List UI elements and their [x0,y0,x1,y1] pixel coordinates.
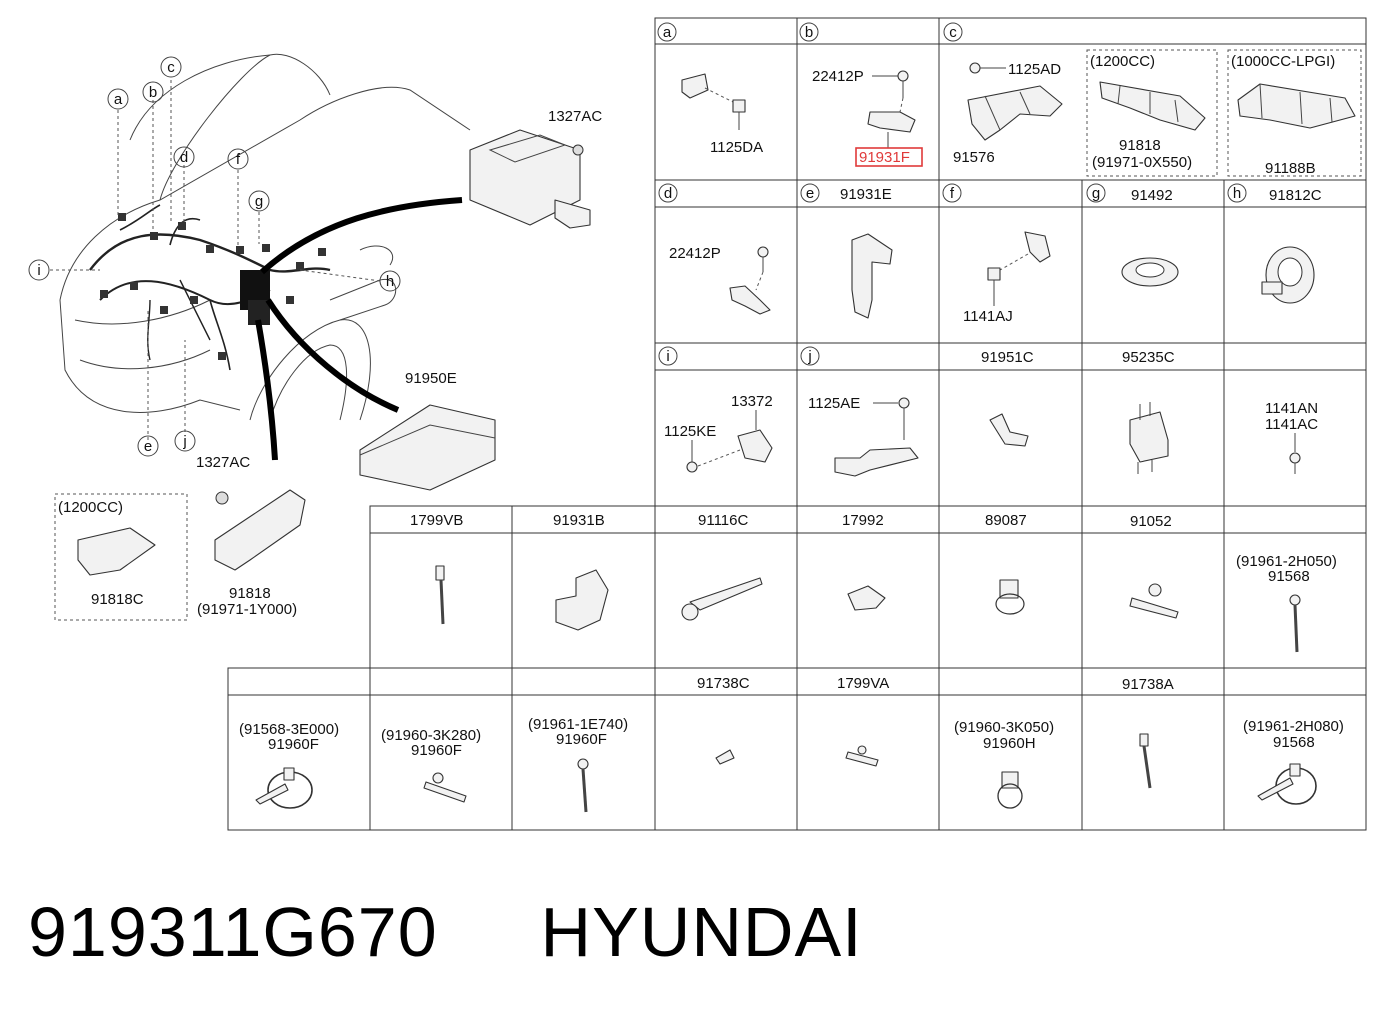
label-91961-2h050: (91961-2H050) [1236,553,1337,570]
parts-grid [227,17,1367,831]
left-callout-labels: a b c d f g h i e j 1327AC 91950E 1327AC… [28,56,602,618]
label-17992: 17992 [842,512,884,529]
cell-letter-a: a [663,24,672,41]
label-91960-3k050: (91960-3K050) [954,719,1054,736]
label-91931f-highlight: 91931F [859,149,910,166]
row3-cells: i 13372 1125KE j 1125AE 91951C 95235C 11… [658,346,1318,477]
label-91961-1e740: (91961-1E740) [528,716,628,733]
label-91576: 91576 [953,149,995,166]
footer-caption: 919311G670 HYUNDAI [28,892,863,972]
label-91960f-a: 91960F [268,736,319,753]
highlight-box [855,147,923,167]
label-91960-3k280: (91960-3K280) [381,727,481,744]
label-1327ac-bottom: 1327AC [196,454,250,471]
label-91961-2h080: (91961-2H080) [1243,718,1344,735]
row4-cells: 1799VB 91931B 91116C 17992 89087 91052 (… [410,512,1337,653]
label-1327ac-top: 1327AC [548,108,602,125]
cell-letter-b: b [805,24,813,41]
label-1000cc-lpgi: (1000CC-LPGI) [1231,53,1335,70]
label-1141ac: 1141AC [1265,416,1318,433]
cell-letter-d: d [664,185,672,202]
label-91971-0x550: (91971-0X550) [1092,154,1192,171]
label-1125da: 1125DA [710,139,763,156]
label-91812c: 91812C [1269,187,1322,204]
label-91931e: 91931E [840,186,892,203]
label-91052: 91052 [1130,513,1172,530]
label-91116c: 91116C [698,512,748,529]
label-91931b: 91931B [553,512,605,529]
callout-i: i [37,262,40,279]
label-91951c: 91951C [981,349,1034,366]
label-91960f-c: 91960F [556,731,607,748]
label-91950e: 91950E [405,370,457,387]
row5-cells: (91568-3E000) 91960F (91960-3K280) 91960… [239,675,1344,813]
cell-letter-c: c [949,24,957,41]
callout-f: f [236,151,241,168]
cell-letter-i: i [666,348,669,365]
row1-cells: a 1125DA b 22412P 91931F c 1125AD 91576 … [657,22,1356,177]
label-1200cc-sub: (1200CC) [1090,53,1155,70]
cell-letter-f: f [950,185,955,202]
label-95235c: 95235C [1122,349,1175,366]
callout-h: h [386,273,394,290]
label-22412p: 22412P [812,68,864,85]
label-91960f-b: 91960F [411,742,462,759]
label-1125ke: 1125KE [664,423,716,440]
label-91818c: 91818C [91,591,144,608]
label-1200cc: (1200CC) [58,499,123,516]
label-91568-3e000: (91568-3E000) [239,721,339,738]
cell-letter-g: g [1092,185,1100,202]
vehicle-illustration [50,53,591,621]
row2-cells: d 22412P e 91931E f 1141AJ g 91492 h 918… [658,183,1322,325]
callout-j: j [182,433,186,450]
cell-letter-e: e [806,185,814,202]
callout-d: d [180,149,188,166]
label-1141aj: 1141AJ [963,308,1013,325]
label-13372: 13372 [731,393,773,410]
label-1141an: 1141AN [1265,400,1318,417]
label-1799vb: 1799VB [410,512,463,529]
label-22412p-d: 22412P [669,245,721,262]
label-91738c: 91738C [697,675,750,692]
label-1125ad: 1125AD [1008,61,1061,78]
label-91188b: 91188B [1265,160,1316,177]
label-91971-1y000: (91971-1Y000) [197,601,297,618]
label-1125ae: 1125AE [808,395,860,412]
callout-c: c [167,59,175,76]
label-91818: 91818 [229,585,271,602]
part-number: 919311G670 [28,893,438,971]
callout-a: a [114,91,123,108]
label-91960h: 91960H [983,735,1036,752]
label-91492: 91492 [1131,187,1173,204]
callout-g: g [255,193,263,210]
label-91818-sub: 91818 [1119,137,1161,154]
label-91738a: 91738A [1122,676,1174,693]
callout-b: b [149,84,157,101]
callout-e: e [144,438,152,455]
label-1799va: 1799VA [837,675,889,692]
label-89087: 89087 [985,512,1027,529]
label-91568-row4: 91568 [1268,568,1310,585]
cell-letter-h: h [1233,185,1241,202]
brand-name: HYUNDAI [540,893,863,971]
label-91568-row5: 91568 [1273,734,1315,751]
cell-letter-j: j [807,348,811,365]
